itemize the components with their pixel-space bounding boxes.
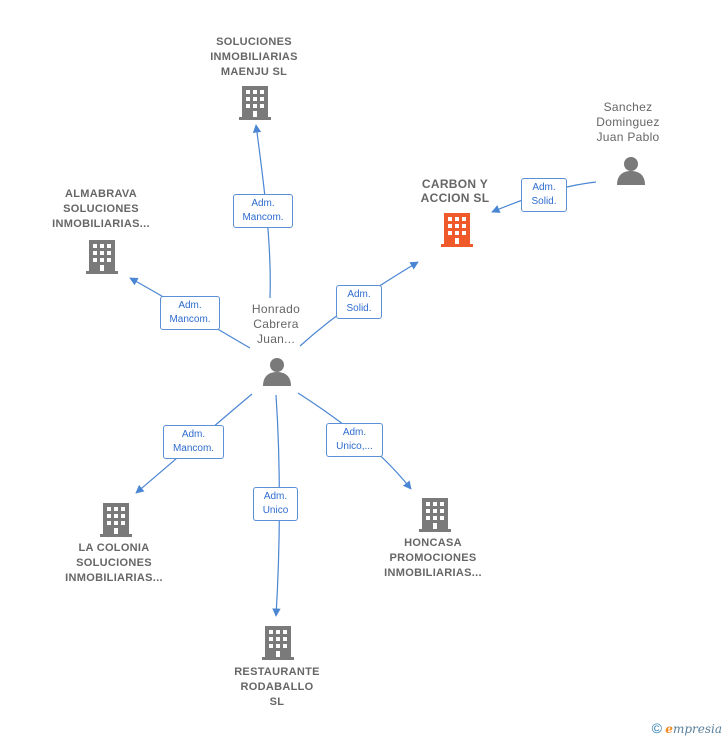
building-icon[interactable]	[239, 86, 271, 120]
person-icon[interactable]	[617, 157, 645, 185]
node-label-honcasa[interactable]: HONCASA PROMOCIONES INMOBILIARIAS...	[384, 537, 482, 579]
node-label-soluciones-maenju[interactable]: SOLUCIONES INMOBILIARIAS MAENJU SL	[210, 36, 298, 78]
building-icon[interactable]	[441, 213, 473, 247]
node-label-honrado[interactable]: Honrado Cabrera Juan...	[251, 302, 301, 346]
node-label-restaurante[interactable]: RESTAURANTE RODABALLO SL	[234, 666, 320, 708]
edge-label-la-colonia[interactable]: Adm. Mancom.	[163, 425, 224, 459]
watermark: © empresia	[652, 720, 722, 736]
edge-label-honcasa[interactable]: Adm. Unico,...	[326, 423, 383, 457]
building-icon[interactable]	[419, 498, 451, 532]
node-label-carbon-accion[interactable]: CARBON Y ACCION SL	[420, 177, 490, 205]
copyright-symbol: ©	[651, 720, 662, 736]
building-icon[interactable]	[86, 240, 118, 274]
brand-logo: empresia	[665, 722, 722, 736]
person-icon[interactable]	[263, 358, 291, 386]
edge-label-restaurante[interactable]: Adm. Unico	[253, 487, 298, 521]
edge-label-almabrava[interactable]: Adm. Mancom.	[160, 296, 220, 330]
node-label-la-colonia[interactable]: LA COLONIA SOLUCIONES INMOBILIARIAS...	[65, 542, 163, 584]
node-label-almabrava[interactable]: ALMABRAVA SOLUCIONES INMOBILIARIAS...	[52, 188, 150, 230]
edge-label-sanchez-carbon[interactable]: Adm. Solid.	[521, 178, 567, 212]
building-icon[interactable]	[100, 503, 132, 537]
edge-label-carbon[interactable]: Adm. Solid.	[336, 285, 382, 319]
node-label-sanchez[interactable]: Sanchez Dominguez Juan Pablo	[596, 100, 660, 144]
building-icon[interactable]	[262, 626, 294, 660]
edge-label-maenju[interactable]: Adm. Mancom.	[233, 194, 293, 228]
